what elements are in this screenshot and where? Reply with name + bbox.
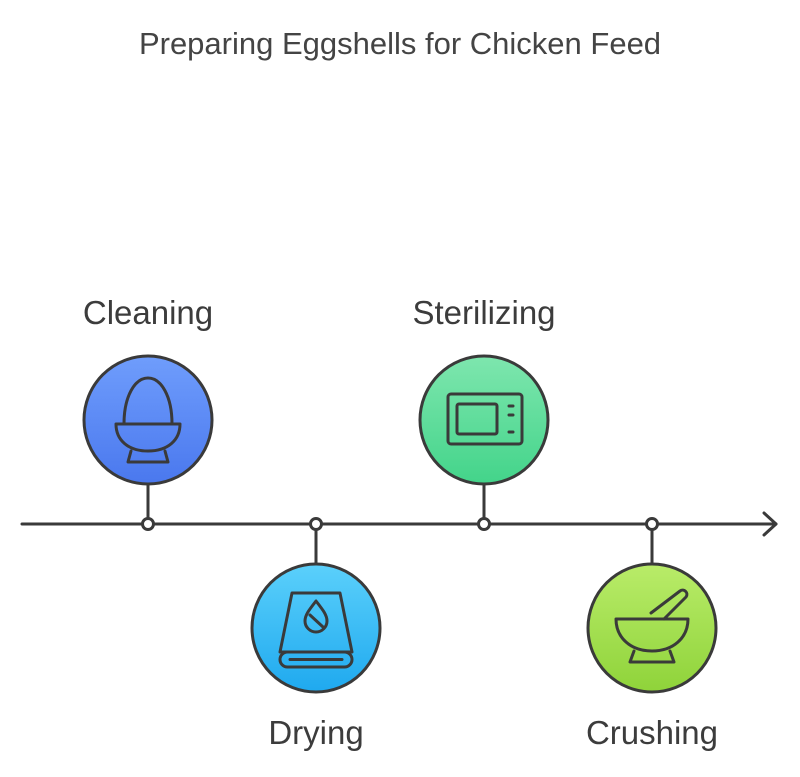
connectors bbox=[146, 484, 654, 566]
step-circle-cleaning bbox=[82, 354, 214, 486]
step-drying bbox=[250, 562, 382, 694]
step-circle-sterilizing bbox=[418, 354, 550, 486]
node-drying bbox=[309, 517, 323, 531]
mortar-and-pestle-icon bbox=[614, 588, 690, 664]
timeline-arrow-icon bbox=[762, 511, 778, 537]
step-circle-drying bbox=[250, 562, 382, 694]
timeline-axis bbox=[20, 511, 778, 537]
towel-with-droplet-icon bbox=[278, 591, 354, 669]
diagram-title: Preparing Eggshells for Chicken Feed bbox=[138, 26, 662, 61]
step-cleaning bbox=[82, 354, 214, 486]
node-cleaning bbox=[141, 517, 155, 531]
node-sterilizing bbox=[477, 517, 491, 531]
step-label-cleaning: Cleaning bbox=[82, 294, 214, 331]
step-circle-crushing bbox=[586, 562, 718, 694]
node-crushing bbox=[645, 517, 659, 531]
axis-nodes bbox=[141, 517, 659, 531]
step-label-crushing: Crushing bbox=[585, 714, 719, 751]
microwave-icon bbox=[446, 392, 524, 446]
step-label-drying: Drying bbox=[268, 714, 364, 751]
egg-in-cup-icon bbox=[114, 376, 182, 464]
step-label-sterilizing: Sterilizing bbox=[412, 294, 556, 331]
step-sterilizing bbox=[418, 354, 550, 486]
step-crushing bbox=[586, 562, 718, 694]
